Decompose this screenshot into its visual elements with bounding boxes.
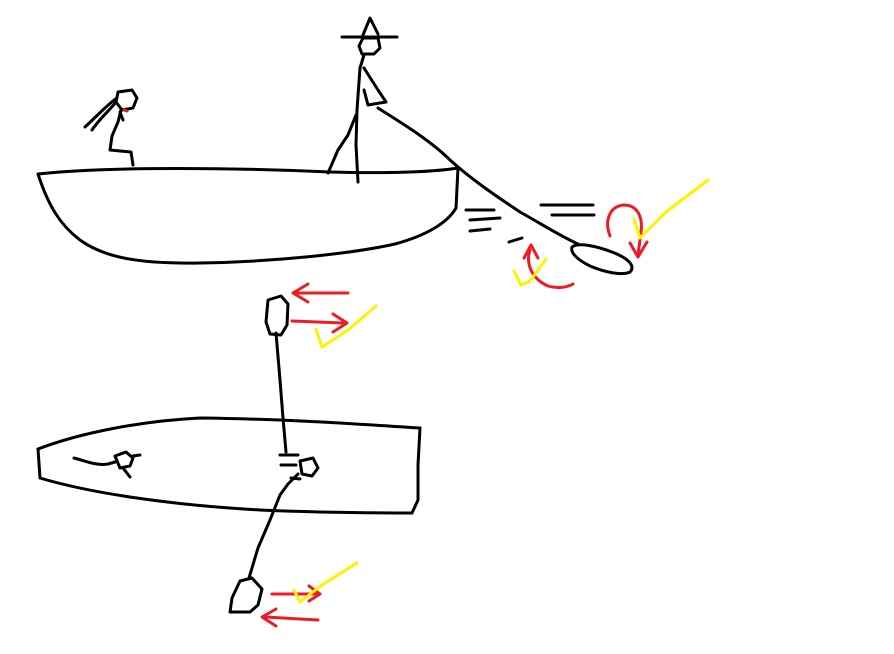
- oar-blade-side: [570, 243, 634, 276]
- oar-forward: [264, 294, 290, 454]
- hat-crown: [361, 16, 380, 37]
- check-mark-top-2: [292, 561, 359, 604]
- boatman-head-top: [298, 456, 320, 478]
- rotation-arrow-right: [606, 203, 649, 259]
- rotation-arrow-left: [522, 243, 575, 289]
- top-view: [36, 282, 422, 628]
- arrow-upper-left: [291, 282, 350, 304]
- oar-blade-top-upper: [264, 294, 290, 337]
- arrow-upper-right: [290, 312, 349, 334]
- passenger-head-top: [113, 450, 135, 470]
- boatman-back-leg: [326, 113, 358, 175]
- standing-boatman: [326, 16, 399, 184]
- check-mark-side-1: [512, 257, 548, 287]
- oar-blade-top-lower: [228, 576, 264, 614]
- check-mark-side-2: [632, 178, 710, 240]
- seated-passenger: [83, 88, 139, 167]
- boatman-arm: [362, 66, 388, 107]
- side-view: [36, 16, 710, 289]
- boatman-head: [357, 36, 382, 56]
- boatman-top: [278, 453, 320, 478]
- oar-back: [228, 472, 302, 614]
- passenger-top: [72, 450, 142, 479]
- stern-oar: [376, 106, 634, 276]
- boat-hull-top: [36, 416, 422, 515]
- boatman-body: [354, 53, 366, 184]
- boat-hull-side: [36, 166, 460, 265]
- water-ripples: [464, 203, 596, 244]
- check-mark-top-1: [314, 304, 378, 349]
- arrow-lower-left: [260, 607, 320, 628]
